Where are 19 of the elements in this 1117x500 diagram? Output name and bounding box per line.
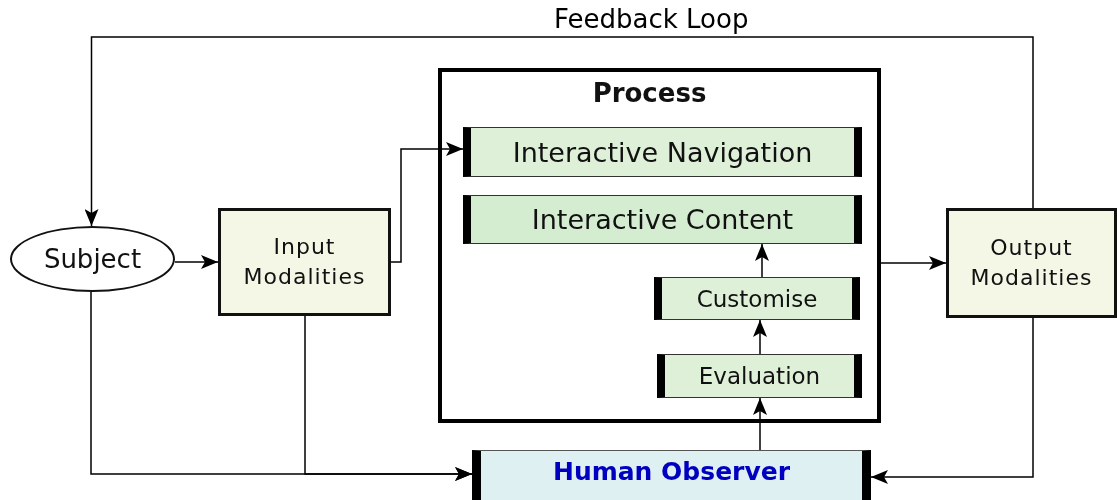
arrow (390, 142, 464, 263)
process-box: Input Modalities (218, 208, 391, 316)
arrow (753, 397, 767, 451)
arrow (84, 36, 1034, 227)
process-box: Customise (654, 277, 860, 320)
process-box: Output Modalities (946, 208, 1117, 318)
arrow (174, 255, 219, 269)
arrow (870, 317, 1034, 484)
group-heading: Process (592, 78, 707, 108)
process-box: Evaluation (657, 354, 862, 398)
arrow (880, 256, 947, 270)
ellipse-node: Subject (10, 226, 175, 292)
process-box: Interactive Content (463, 195, 862, 244)
arrow (753, 319, 767, 355)
arrow (755, 243, 769, 278)
group-container (438, 68, 881, 423)
process-box: Interactive Navigation (463, 127, 862, 177)
arrow (304, 315, 473, 481)
process-box: Human Observer (472, 450, 871, 500)
